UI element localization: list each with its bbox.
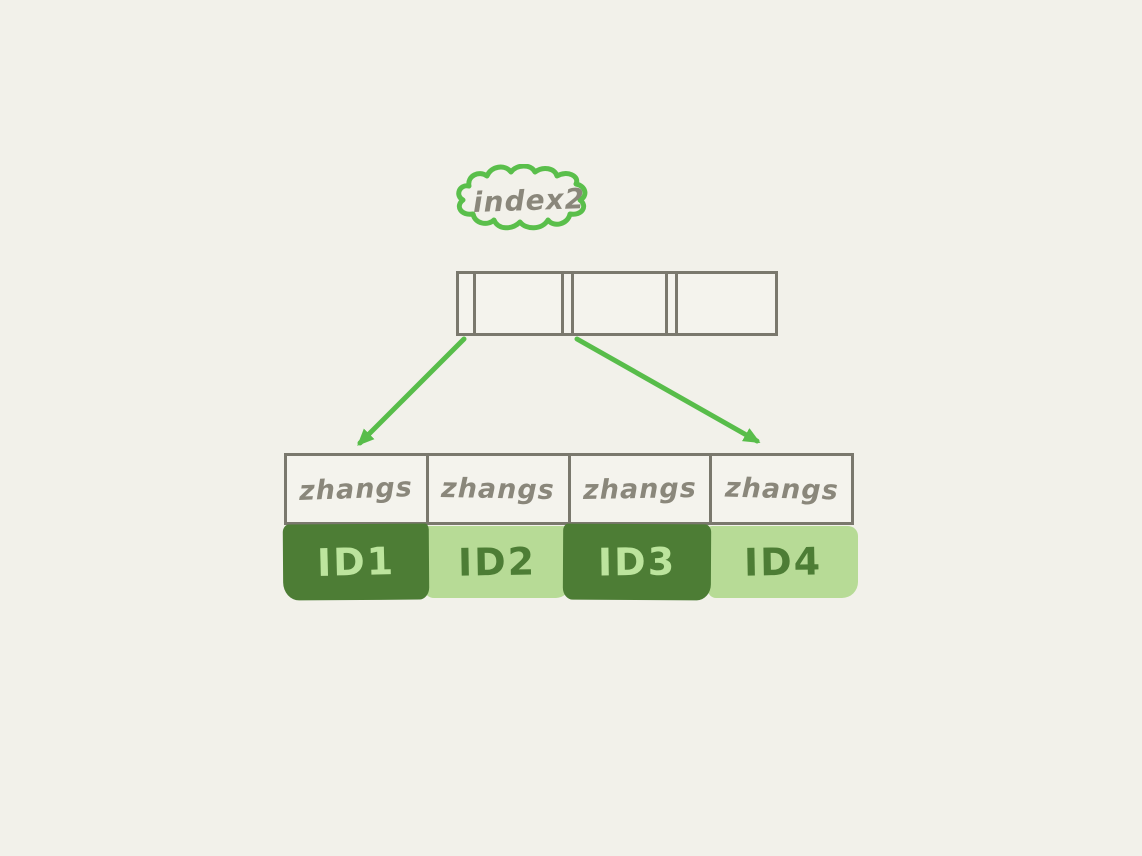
- node-pointer-cell: [561, 274, 571, 333]
- id-cell: ID4: [708, 526, 858, 598]
- id-cell: ID1: [282, 523, 430, 601]
- id-cell: ID3: [562, 523, 712, 601]
- node-key-cell: [473, 274, 561, 333]
- arrow-to-fourth-leaf: [574, 336, 761, 444]
- id-cell: ID2: [424, 526, 570, 598]
- index-node-box: [456, 271, 778, 336]
- node-pointer-cell: [665, 274, 675, 333]
- key-cell: zhangs: [567, 456, 710, 522]
- node-pointer-cell: [459, 274, 473, 333]
- key-cell-label: zhangs: [724, 472, 839, 506]
- key-cell: zhangs: [287, 456, 426, 522]
- id-cell-label: ID3: [597, 539, 677, 585]
- key-cell-label: zhangs: [298, 471, 414, 507]
- key-cell-label: zhangs: [582, 472, 698, 506]
- id-cell-label: ID2: [457, 539, 537, 585]
- key-cell: zhangs: [425, 456, 568, 522]
- key-cell: zhangs: [709, 456, 851, 522]
- arrow-to-first-leaf: [357, 336, 467, 446]
- id-cell-label: ID4: [743, 539, 823, 585]
- id-cell-label: ID1: [316, 539, 396, 585]
- index-name-cloud: index2: [453, 164, 605, 240]
- node-key-cell: [571, 274, 665, 333]
- leaf-key-row: zhangs zhangs zhangs zhangs: [284, 453, 854, 525]
- key-cell-label: zhangs: [440, 472, 556, 506]
- cloud-outline-icon: [456, 164, 588, 231]
- index-name-label: index2: [472, 182, 586, 219]
- node-key-cell: [675, 274, 775, 333]
